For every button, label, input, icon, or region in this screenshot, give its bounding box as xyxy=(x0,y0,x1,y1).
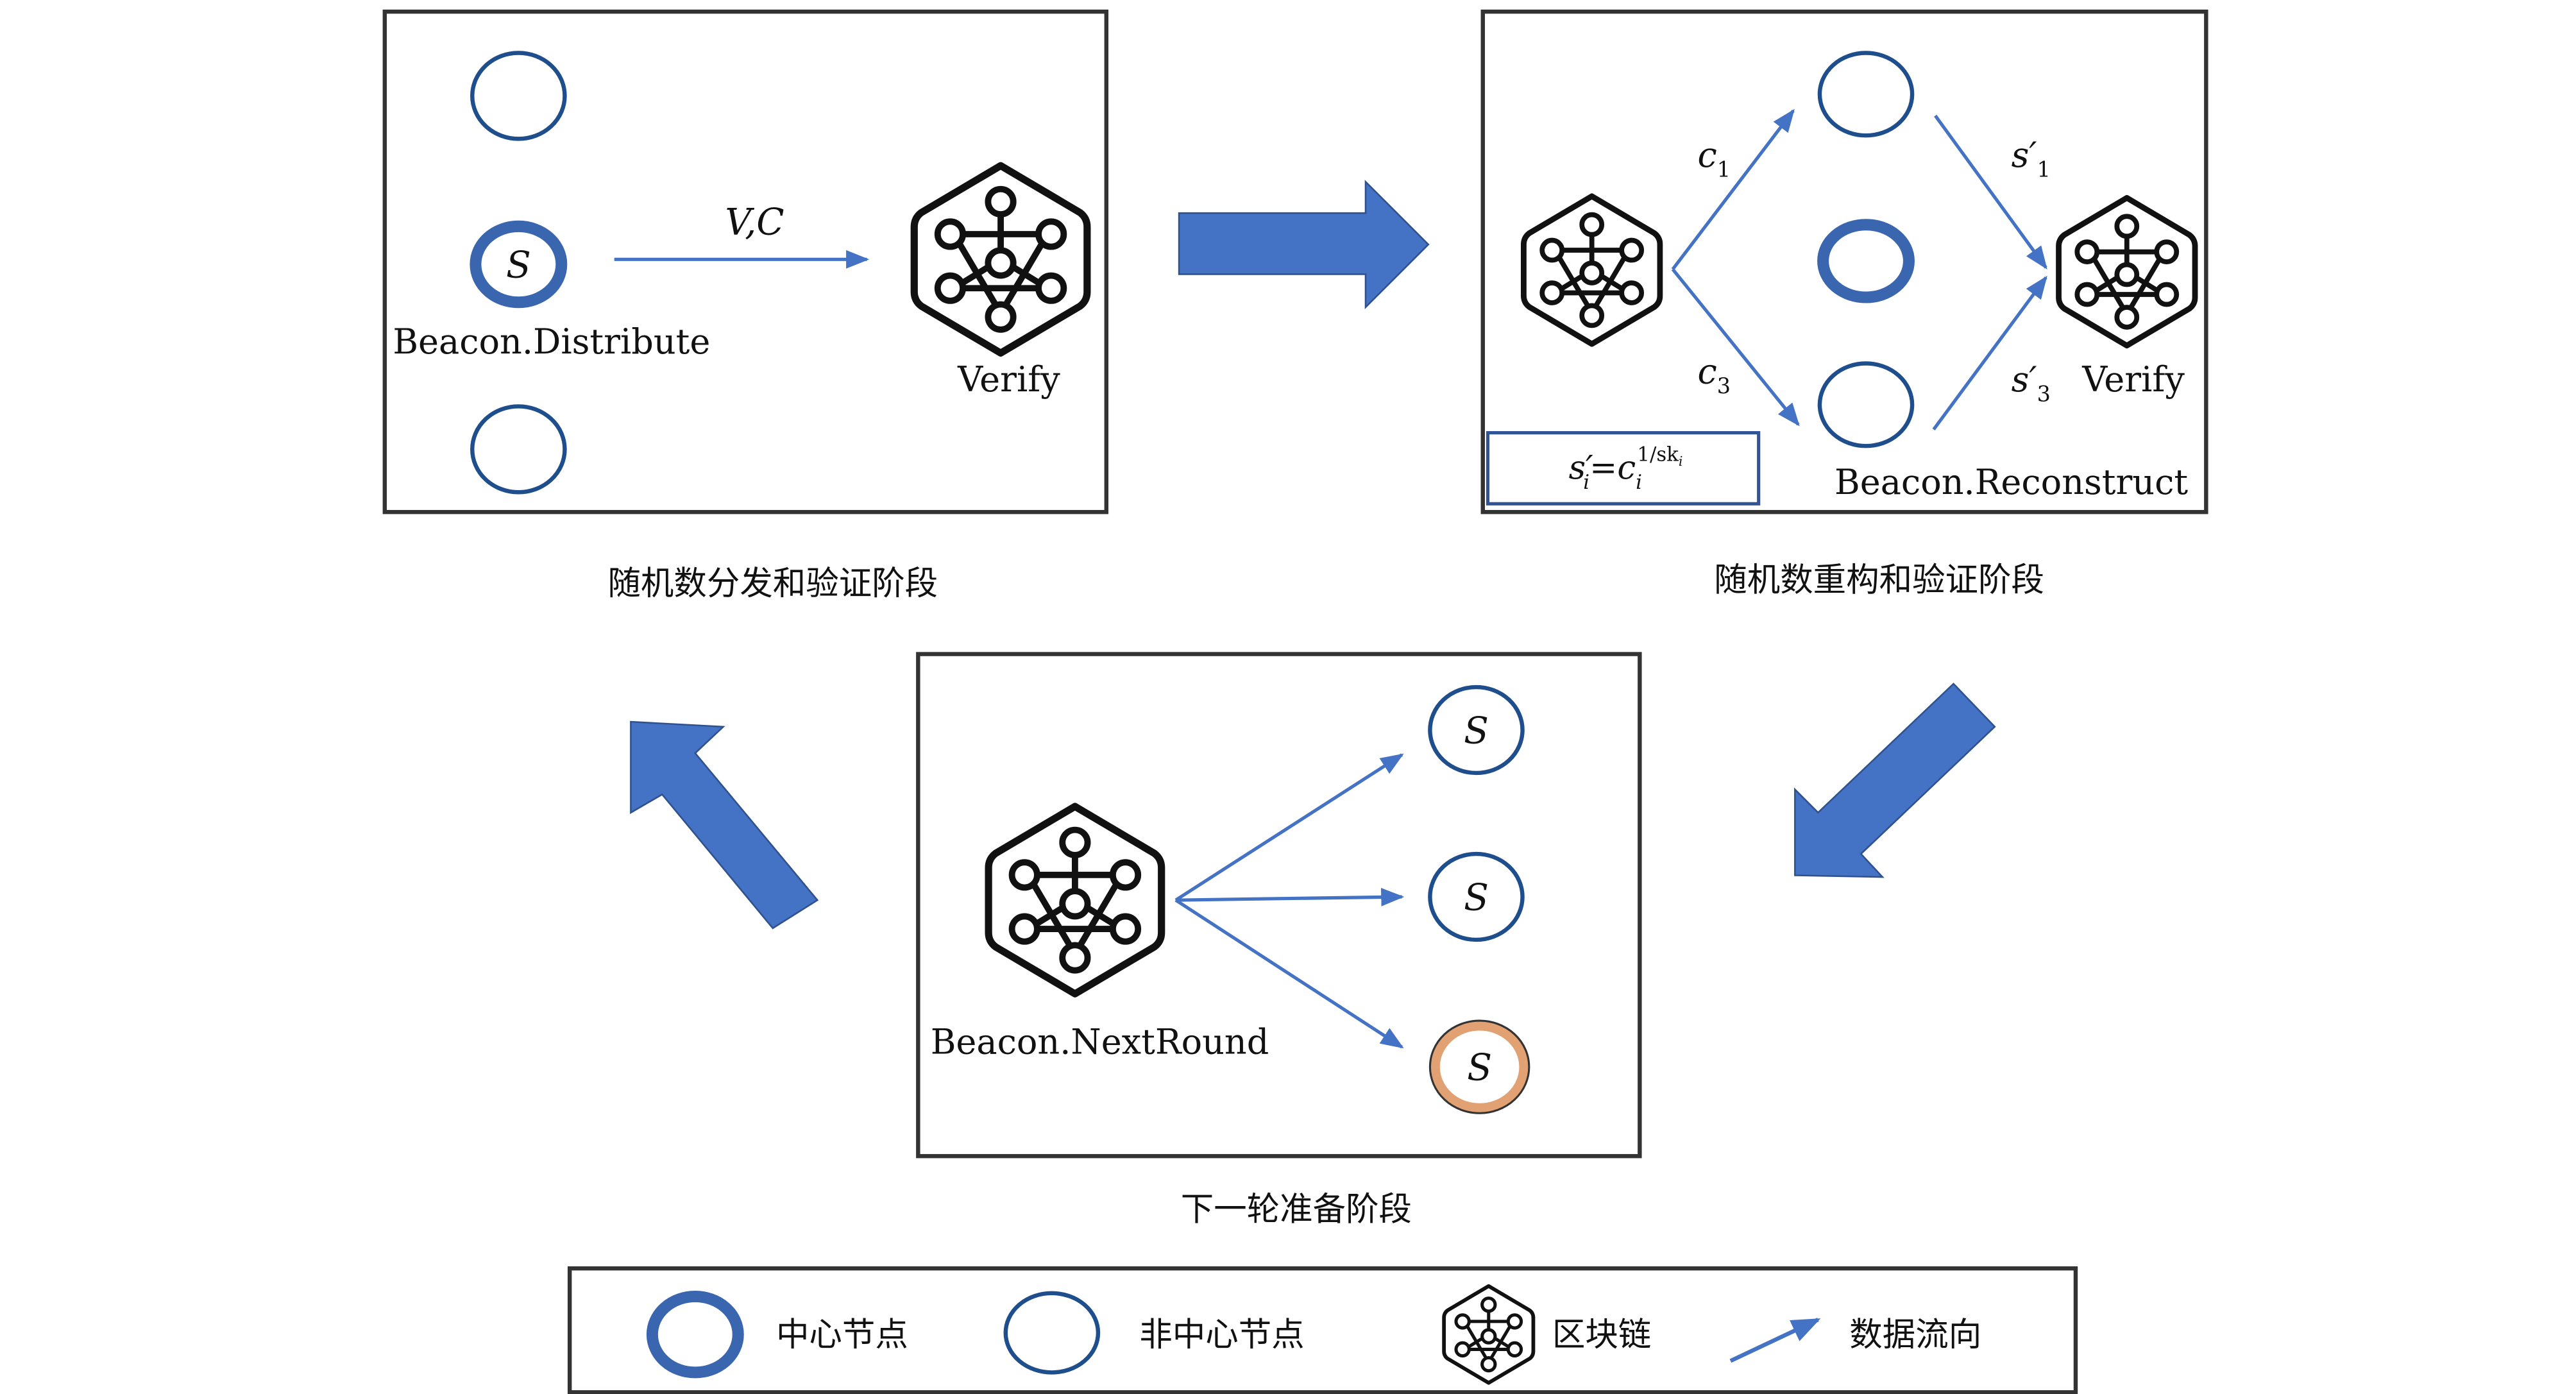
stage-arrow-right xyxy=(1178,180,1430,310)
blockchain-hexagon-icon xyxy=(1444,1286,1533,1383)
verify-label: Verify xyxy=(957,359,1060,400)
stage-arrow-down-left xyxy=(1794,683,1996,878)
node-label: S xyxy=(1464,877,1489,919)
legend-frame xyxy=(567,1266,2078,1394)
panel-frame xyxy=(382,9,1109,514)
action-label: Beacon.NextRound xyxy=(931,1022,1269,1062)
panel-distribute: S V,C Beacon.Distribute Verify xyxy=(382,9,1109,514)
edge-label-c1: c1 xyxy=(1697,135,1731,182)
central-node xyxy=(470,220,568,309)
node-label: S xyxy=(1464,710,1489,752)
next-central-node-outline xyxy=(1428,1019,1530,1114)
legend-data-flow: 数据流向 xyxy=(1849,1316,1981,1354)
non-central-node xyxy=(1817,361,1915,448)
legend-central-node: 中心节点 xyxy=(776,1316,908,1354)
edge-label-s1: s′1 xyxy=(2012,135,2051,182)
blockchain-hexagon-icon xyxy=(914,166,1087,353)
blockchain-hexagon-icon xyxy=(2059,198,2196,345)
node-label: S xyxy=(1467,1047,1492,1089)
action-label: Beacon.Reconstruct xyxy=(1835,462,2188,502)
arrow-icon xyxy=(1174,753,1404,902)
non-central-node xyxy=(1817,51,1915,138)
caption-reconstruct: 随机数重构和验证阶段 xyxy=(1714,561,2044,600)
node-label: S xyxy=(506,244,531,287)
non-central-node xyxy=(1428,684,1525,776)
panel-nextround: S S S Beacon.NextRound xyxy=(916,652,1642,1159)
verify-label: Verify xyxy=(2081,359,2185,400)
action-label: Beacon.Distribute xyxy=(393,321,710,362)
arrow-icon xyxy=(1671,268,1800,427)
panel-frame xyxy=(1480,9,2208,514)
formula: s′i=ci1/ski xyxy=(1569,443,1683,494)
arrow-icon xyxy=(1932,275,2047,430)
next-central-node xyxy=(1430,1021,1529,1114)
edge-label: V,C xyxy=(725,201,784,244)
non-central-node-icon xyxy=(1003,1291,1101,1375)
arrow-icon xyxy=(1934,114,2047,270)
arrow-icon xyxy=(1671,108,1795,271)
panel-frame xyxy=(916,652,1642,1159)
arrow-icon xyxy=(1174,898,1404,1049)
caption-nextround: 下一轮准备阶段 xyxy=(1181,1191,1412,1229)
edge-label-c3: c3 xyxy=(1697,351,1731,398)
blockchain-hexagon-icon xyxy=(988,806,1162,994)
arrow-icon xyxy=(1729,1318,1821,1363)
formula-box xyxy=(1486,431,1761,506)
panel-reconstruct: c1 c3 s′1 s′3 Verify s′i=ci1/ski Beacon.… xyxy=(1480,9,2208,514)
blockchain-hexagon-icon xyxy=(1523,196,1660,344)
non-central-node xyxy=(470,51,567,141)
non-central-node xyxy=(470,404,567,495)
edge-label-s3: s′3 xyxy=(2012,359,2051,406)
arrow-icon xyxy=(1175,888,1405,906)
central-node xyxy=(1817,219,1915,303)
central-node-icon xyxy=(646,1290,744,1379)
legend-non-central-node: 非中心节点 xyxy=(1139,1316,1304,1354)
caption-distribute: 随机数分发和验证阶段 xyxy=(607,565,938,603)
stage-arrow-up-left xyxy=(630,720,819,930)
non-central-node xyxy=(1428,851,1525,942)
legend-blockchain: 区块链 xyxy=(1552,1316,1651,1354)
legend: 中心节点 非中心节点 区块链 数据流向 xyxy=(567,1266,2078,1394)
